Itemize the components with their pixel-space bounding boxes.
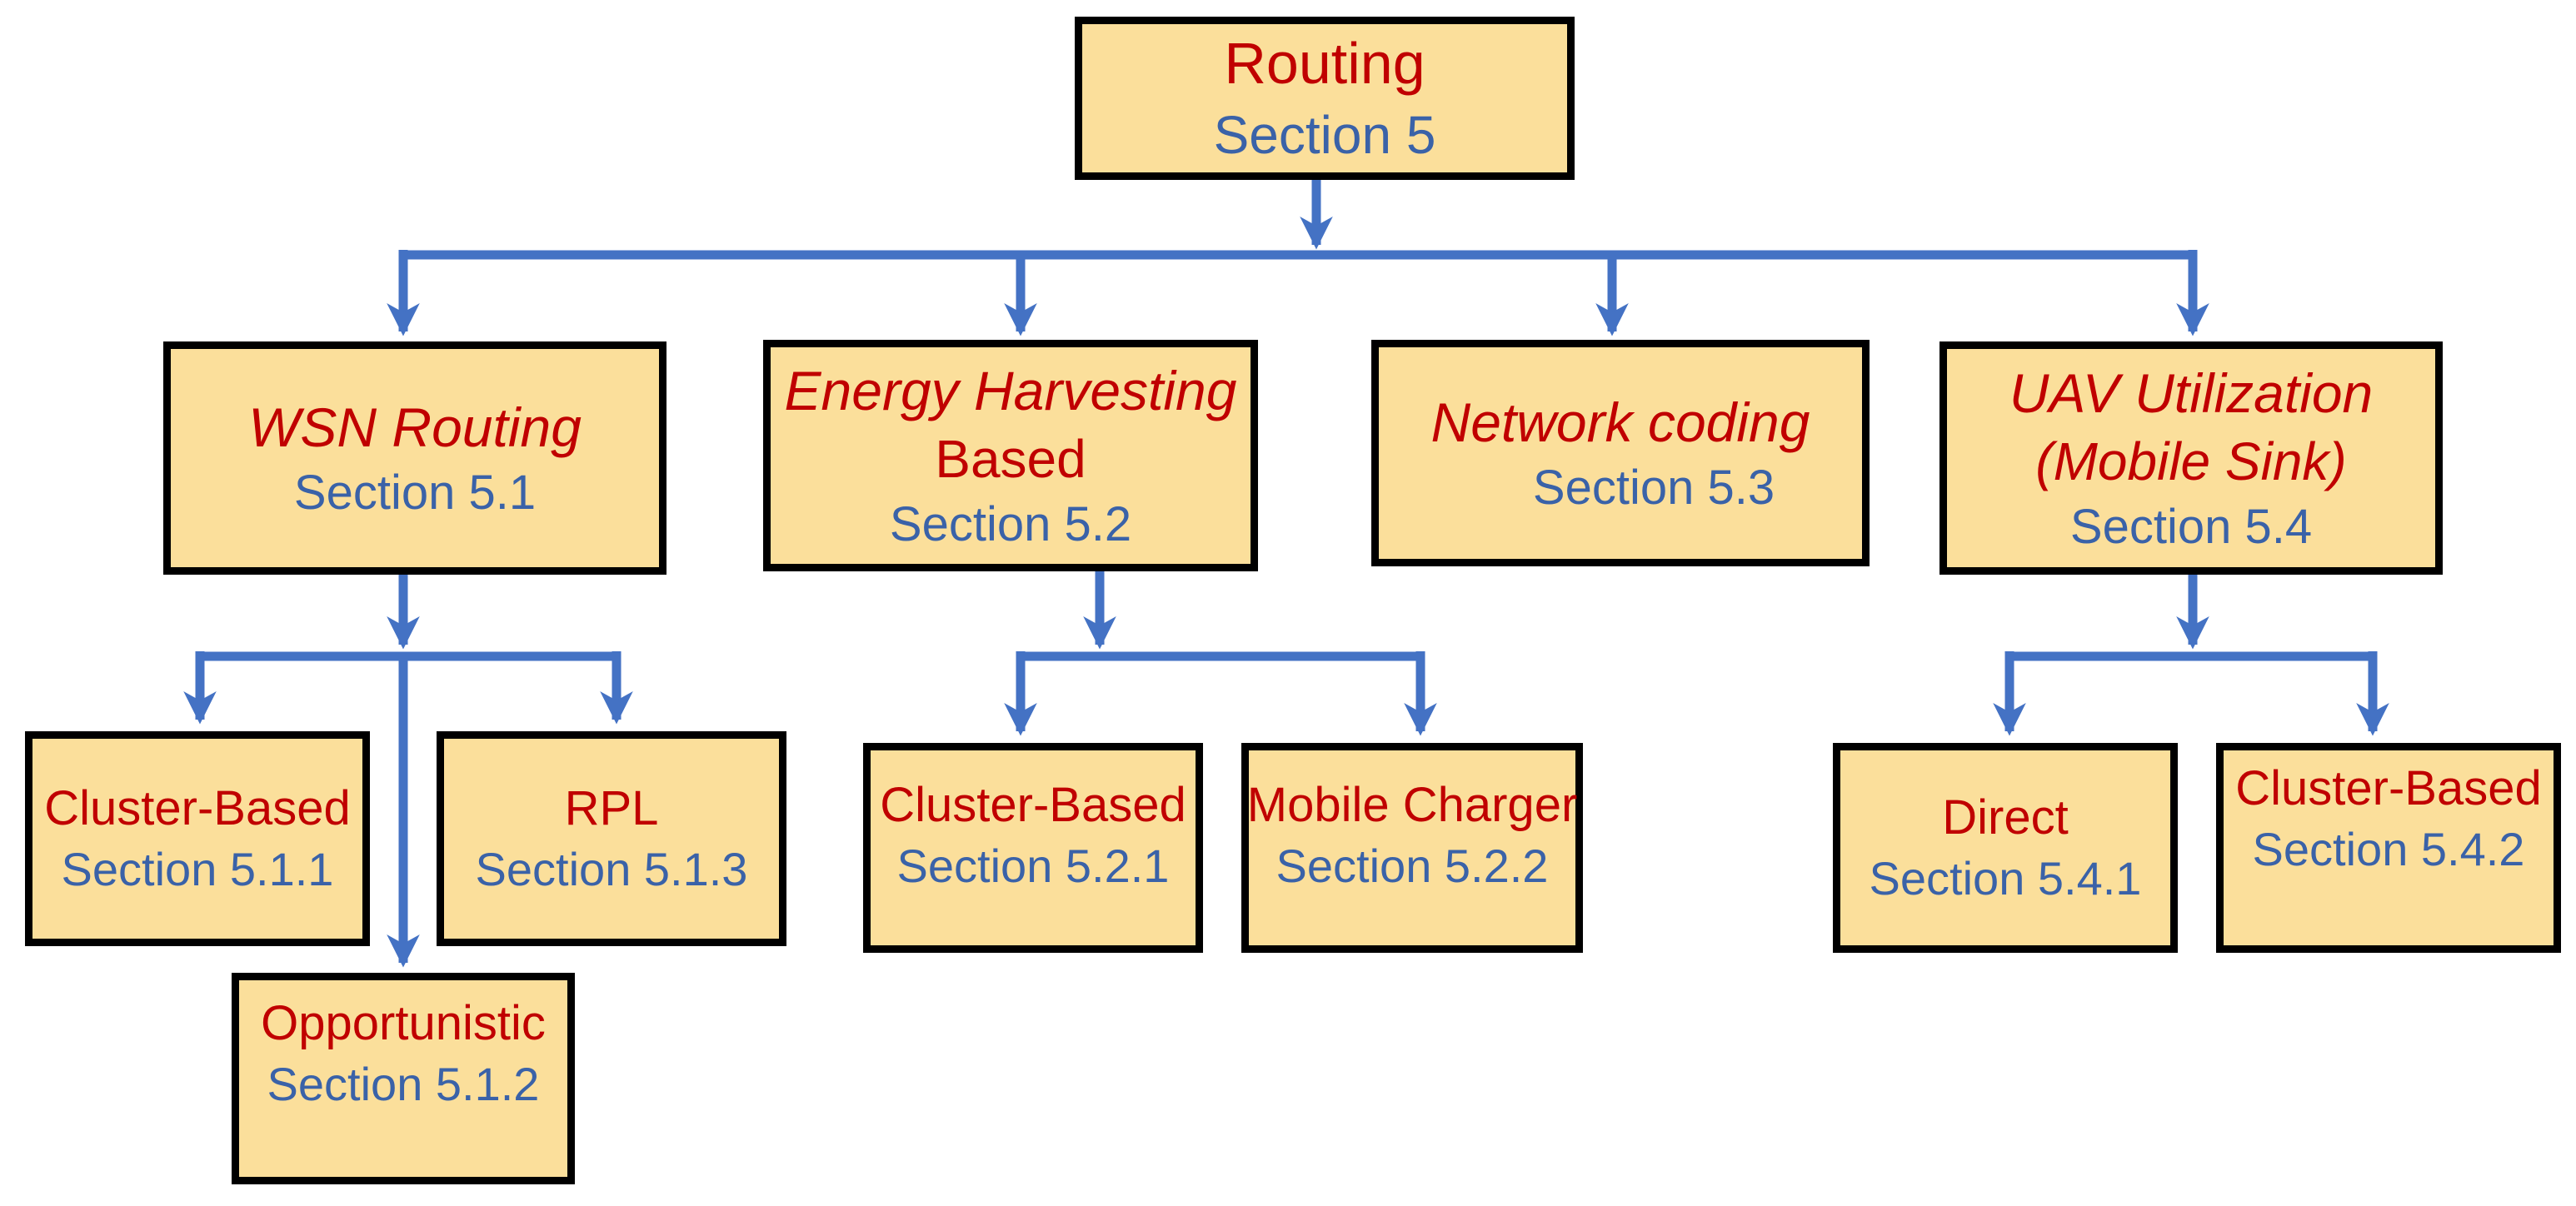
node-direct-title: Direct: [1942, 790, 2069, 845]
node-uav-title: UAV Utilization: [2009, 361, 2374, 424]
node-routing: Routing Section 5: [1075, 17, 1575, 180]
node-routing-title: Routing: [1224, 31, 1425, 97]
node-opportunistic-section: Section 5.1.2: [267, 1058, 540, 1111]
node-rpl: RPL Section 5.1.3: [437, 731, 786, 946]
node-rpl-title: RPL: [564, 781, 659, 836]
node-uav-section: Section 5.4: [2069, 500, 2313, 555]
node-network-coding: Network coding Section 5.3: [1371, 340, 1870, 566]
node-routing-section: Section 5: [1213, 104, 1436, 165]
node-cluster511-title: Cluster-Based: [44, 781, 351, 836]
node-energy-title2: Based: [935, 429, 1086, 490]
node-direct: Direct Section 5.4.1: [1833, 743, 2178, 953]
node-wsn-title: WSN Routing: [248, 396, 582, 458]
node-cluster-based-511: Cluster-Based Section 5.1.1: [25, 731, 370, 946]
node-cluster511-section: Section 5.1.1: [61, 843, 334, 896]
node-network-section: Section 5.3: [1532, 461, 1775, 516]
node-cluster-based-521: Cluster-Based Section 5.2.1: [863, 743, 1203, 953]
node-energy-section: Section 5.2: [889, 497, 1132, 552]
node-mobile-charger: Mobile Charger Section 5.2.2: [1241, 743, 1583, 953]
node-cluster521-title: Cluster-Based: [880, 778, 1186, 833]
node-energy-title: Energy Harvesting: [784, 359, 1237, 421]
node-opportunistic-title: Opportunistic: [261, 996, 546, 1051]
node-opportunistic: Opportunistic Section 5.1.2: [232, 973, 575, 1184]
node-uav-utilization: UAV Utilization (Mobile Sink) Section 5.…: [1939, 341, 2443, 575]
node-wsn-section: Section 5.1: [293, 466, 537, 521]
node-uav-title2: (Mobile Sink): [2035, 431, 2347, 492]
node-direct-section: Section 5.4.1: [1869, 852, 2142, 905]
node-mobilecharger-section: Section 5.2.2: [1276, 840, 1549, 893]
node-cluster542-section: Section 5.4.2: [2252, 823, 2525, 876]
node-rpl-section: Section 5.1.3: [475, 843, 748, 896]
node-wsn-routing: WSN Routing Section 5.1: [163, 341, 666, 575]
node-mobilecharger-title: Mobile Charger: [1246, 778, 1578, 833]
node-cluster-based-542: Cluster-Based Section 5.4.2: [2216, 743, 2561, 953]
node-energy-harvesting: Energy Harvesting Based Section 5.2: [763, 340, 1258, 571]
node-cluster521-section: Section 5.2.1: [896, 840, 1170, 893]
node-cluster542-title: Cluster-Based: [2235, 761, 2542, 816]
node-network-title: Network coding: [1430, 391, 1810, 453]
